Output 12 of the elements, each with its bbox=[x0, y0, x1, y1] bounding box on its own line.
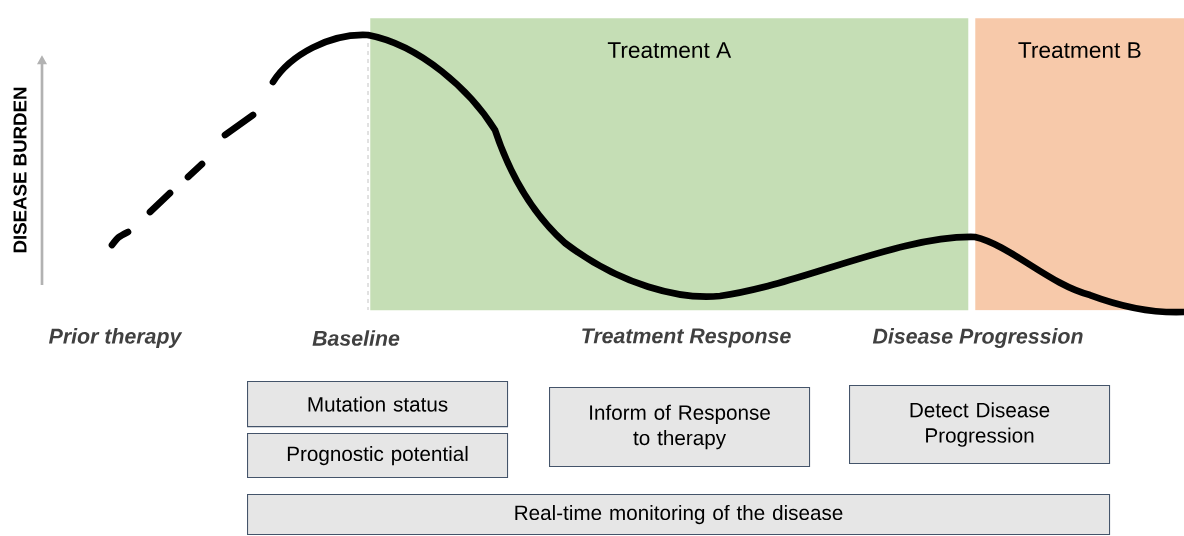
process-box: Mutation status bbox=[247, 381, 509, 428]
process-box: Detect Disease Progression bbox=[849, 385, 1111, 465]
process-box: Inform of Response to therapy bbox=[549, 387, 811, 467]
stage-label: Baseline bbox=[312, 330, 400, 346]
treatment-band: Treatment B bbox=[975, 18, 1184, 311]
axis-label: DISEASE BURDEN bbox=[13, 87, 27, 253]
process-box: Real-time monitoring of the disease bbox=[247, 494, 1111, 536]
process-box: Prognostic potential bbox=[247, 433, 509, 479]
stage-label: Disease Progression bbox=[872, 328, 1083, 348]
treatment-band: Treatment A bbox=[370, 18, 969, 311]
stage-label: Prior therapy bbox=[49, 328, 183, 348]
stage-label: Treatment Response bbox=[582, 328, 791, 348]
